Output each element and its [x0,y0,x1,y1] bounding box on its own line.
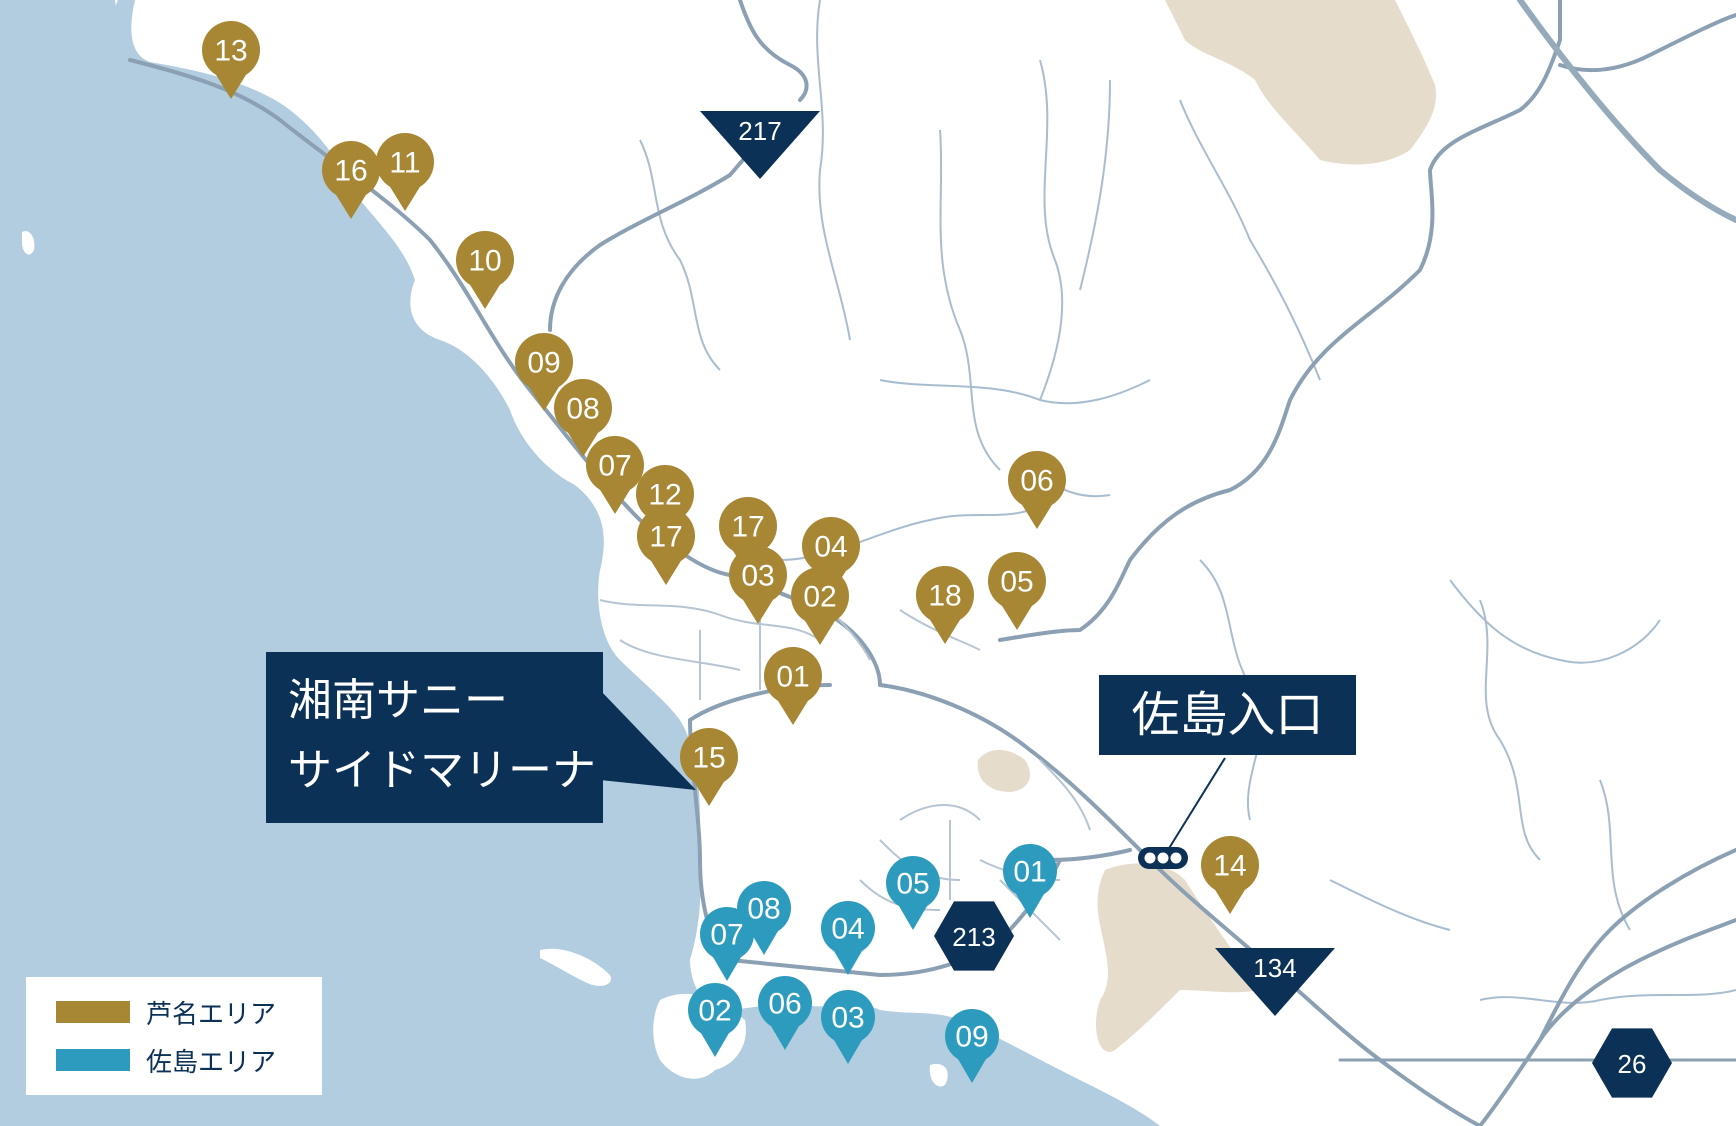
pin-ashina: 03 [729,546,787,624]
pin-label: 07 [598,450,631,483]
pin-ashina: 18 [916,566,974,644]
pin-label: 11 [389,147,420,180]
pin-ashina: 08 [554,379,612,457]
pin-label: 17 [649,521,682,554]
pin-ashina: 02 [791,567,849,645]
callout-sajima-label: 佐島入口 [1131,687,1324,743]
island [540,948,611,986]
pin-ashina: 06 [1008,451,1066,529]
pin-label: 17 [731,511,764,544]
pin-sajima: 06 [758,976,812,1050]
pin-label: 06 [768,988,801,1021]
callout-line-1: 湘南サニー [288,675,508,726]
island [929,1063,948,1087]
pin-label: 03 [831,1002,864,1035]
pin-label: 08 [747,893,780,926]
legend-label-sajima: 佐島エリア [146,1047,277,1078]
pin-label: 15 [692,742,725,775]
pin-label: 10 [468,245,501,278]
legend-item-ashina: 芦名エリア [56,997,276,1030]
legend-label-ashina: 芦名エリア [146,999,277,1030]
pin-label: 13 [214,35,247,68]
traffic-signal-icon [1138,757,1226,869]
pin-label: 08 [566,393,599,426]
pin-ashina: 14 [1201,836,1259,914]
island [22,231,35,255]
pin-label: 09 [955,1021,988,1054]
route-shield-national: 217 [700,111,820,179]
pin-ashina: 01 [764,647,822,725]
streams [639,0,1736,1004]
route-number: 217 [738,116,781,146]
pin-ashina: 09 [515,333,573,411]
pin-label: 12 [648,479,681,512]
pin-label: 18 [928,580,961,613]
route-shield-national: 134 [1215,948,1335,1016]
pin-label: 04 [814,531,847,564]
pin-label: 04 [831,913,864,946]
legend-swatch-sajima [56,1049,130,1071]
callout-sajima-entrance: 佐島入口 [1099,675,1356,755]
legend-swatch-ashina [56,1001,130,1023]
pin-ashina: 07 [586,436,644,514]
legend-item-sajima: 佐島エリア [56,1045,276,1078]
pin-label: 09 [527,347,560,380]
urban-area [977,749,1030,792]
pin-sajima: 01 [1003,844,1057,918]
route-shield-prefectural: 26 [1592,1028,1672,1098]
pin-label: 06 [1020,465,1053,498]
pin-label: 05 [896,868,929,901]
pin-label: 07 [710,919,743,952]
route-number: 26 [1618,1049,1647,1079]
pin-ashina: 16 [322,141,380,219]
pin-sajima: 03 [821,990,875,1064]
pin-ashina: 15 [680,728,738,806]
route-number: 134 [1253,953,1296,983]
pin-sajima: 05 [886,856,940,930]
pin-label: 16 [334,155,367,188]
pin-ashina: 13 [202,21,260,99]
route-shield-prefectural: 213 [934,901,1014,971]
pin-label: 01 [776,661,809,694]
pin-sajima: 02 [688,983,742,1057]
pin-label: 03 [741,560,774,593]
pin-label: 14 [1213,850,1246,883]
sea [0,0,1160,1126]
pin-ashina: 10 [456,231,514,309]
urban-area [1165,0,1436,165]
pin-sajima: 04 [821,901,875,975]
callout-pointer [600,690,696,790]
callout-shonan-sunnyside-marina: 湘南サニー サイドマリーナ [266,652,603,823]
pin-sajima: 07 [700,907,754,981]
pin-ashina: 17 [637,507,695,585]
pin-label: 05 [1000,566,1033,599]
pin-sajima: 09 [945,1009,999,1083]
pin-ashina: 11 [376,133,434,211]
urban-area [1095,863,1260,1052]
callout-line-2: サイドマリーナ [288,745,596,796]
pin-ashina: 05 [988,552,1046,630]
roads [128,0,1736,1126]
route-number: 213 [952,922,995,952]
pin-label: 01 [1013,856,1046,889]
pin-label: 02 [803,581,836,614]
legend: 芦名エリア 佐島エリア [26,977,322,1095]
pin-label: 02 [698,995,731,1028]
